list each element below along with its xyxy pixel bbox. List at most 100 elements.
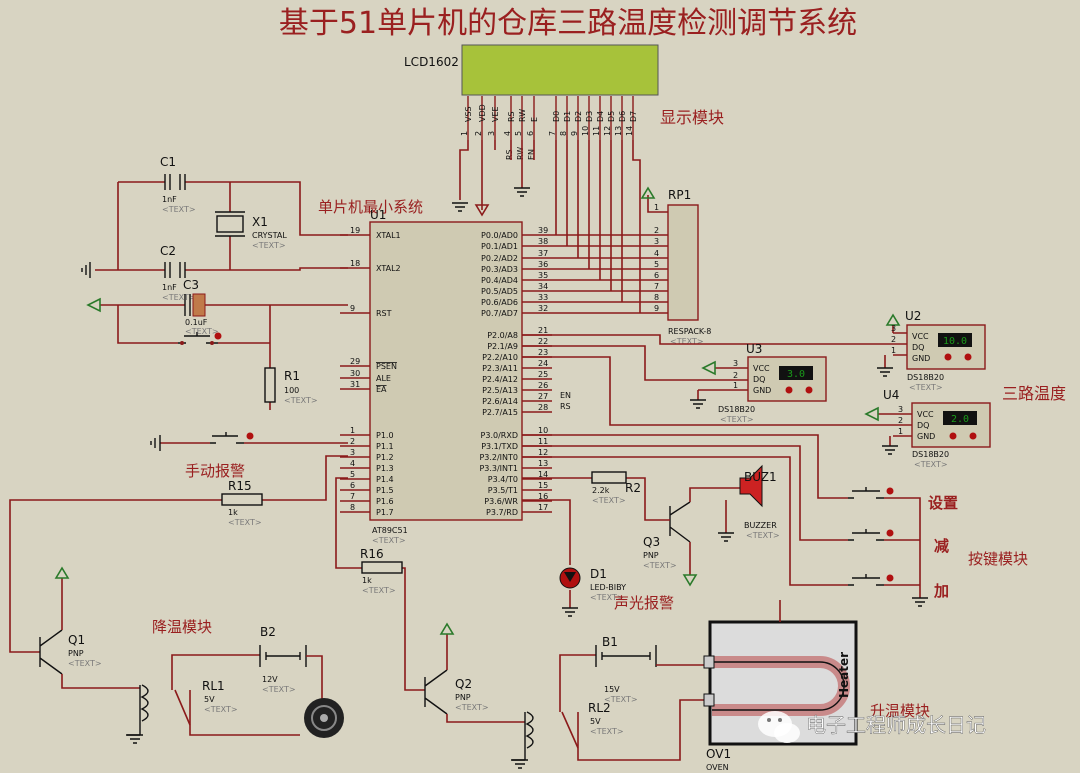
oven-value: OVEN bbox=[706, 763, 729, 772]
key-set-button[interactable] bbox=[886, 487, 894, 495]
u3-down-button[interactable] bbox=[785, 386, 793, 394]
key-dec-label: 减 bbox=[934, 537, 949, 555]
mcu-right-pin-num: 37 bbox=[538, 249, 548, 258]
x1-ref: X1 bbox=[252, 215, 268, 229]
c3-body bbox=[192, 293, 206, 317]
mcu-right-pin-num: 36 bbox=[538, 260, 548, 269]
u2-display bbox=[938, 333, 972, 347]
u3-up-button[interactable] bbox=[805, 386, 813, 394]
mcu-left-pin-name: P1.1 bbox=[376, 442, 394, 451]
b2-text: <TEXT> bbox=[262, 685, 296, 694]
mcu-right-pin-name: P0.6/AD6 bbox=[481, 298, 518, 307]
mcu-right-pin-num: 10 bbox=[538, 426, 548, 435]
u2-gnd: GND bbox=[912, 354, 930, 363]
lcd-rs-label: RS bbox=[505, 149, 514, 160]
b1-text: <TEXT> bbox=[604, 695, 638, 704]
manual-alarm-button[interactable] bbox=[246, 432, 254, 440]
mcu-left-pin-num: 2 bbox=[350, 437, 355, 446]
rp1-pin-num: 8 bbox=[654, 293, 659, 302]
key-dec-button[interactable] bbox=[886, 529, 894, 537]
buzzer-ref: BUZ1 bbox=[744, 470, 777, 484]
reset-button[interactable] bbox=[214, 332, 222, 340]
c3-ref: C3 bbox=[183, 278, 199, 292]
q3-text: <TEXT> bbox=[643, 561, 677, 570]
u3-dq: DQ bbox=[753, 375, 765, 384]
u4-p1: 1 bbox=[898, 427, 903, 436]
r16-text: <TEXT> bbox=[362, 586, 396, 595]
lcd-pin-name: RW bbox=[518, 109, 527, 122]
lcd-pin-name: E bbox=[530, 117, 539, 122]
r1-text: <TEXT> bbox=[284, 396, 318, 405]
x1-text: <TEXT> bbox=[252, 241, 286, 250]
mcu-right-pin-name: P0.1/AD1 bbox=[481, 242, 518, 251]
page-title: 基于51单片机的仓库三路温度检测调节系统 bbox=[279, 6, 857, 41]
mcu-right-pin-num: 21 bbox=[538, 326, 548, 335]
mcu-en-net: EN bbox=[560, 391, 571, 400]
r15-ref: R15 bbox=[228, 479, 252, 493]
c1-text: <TEXT> bbox=[162, 205, 196, 214]
r1-value: 100 bbox=[284, 386, 299, 395]
lcd-pin-num: 9 bbox=[570, 131, 579, 136]
lcd-pin-num: 14 bbox=[625, 126, 634, 136]
mcu-left-pins: 19XTAL118XTAL29RST29PSEN30ALE31EA1P1.02P… bbox=[340, 226, 401, 517]
u4-text: <TEXT> bbox=[914, 460, 948, 469]
u3-p1: 1 bbox=[733, 381, 738, 390]
u4-gnd: GND bbox=[917, 432, 935, 441]
u2-down-button[interactable] bbox=[944, 353, 952, 361]
mcu-text: <TEXT> bbox=[372, 536, 406, 545]
buzzer-value: BUZZER bbox=[744, 521, 777, 530]
mcu-left-pin-name: ALE bbox=[376, 374, 391, 383]
u4-down-button[interactable] bbox=[949, 432, 957, 440]
reset-pin-b bbox=[210, 341, 214, 345]
mcu-right-pin-num: 22 bbox=[538, 337, 548, 346]
lcd-pin-name: D0 bbox=[552, 111, 561, 122]
mcu-left-pin-name: P1.7 bbox=[376, 508, 394, 517]
u3-reading: 3.0 bbox=[787, 369, 805, 380]
u2-reading: 10.0 bbox=[943, 336, 967, 347]
mcu-left-pin-num: 6 bbox=[350, 481, 355, 490]
u4-reading: 2.0 bbox=[951, 414, 969, 425]
rl2-text: <TEXT> bbox=[590, 727, 624, 736]
mcu-right-pin-num: 27 bbox=[538, 392, 548, 401]
mcu-right-pin-num: 15 bbox=[538, 481, 548, 490]
r16-value: 1k bbox=[362, 576, 372, 585]
q2-text: <TEXT> bbox=[455, 703, 489, 712]
mcu-right-pin-num: 25 bbox=[538, 370, 548, 379]
mcu-rs-net: RS bbox=[560, 402, 571, 411]
mcu-left-pin-name: PSEN bbox=[376, 362, 397, 371]
u4-up-button[interactable] bbox=[969, 432, 977, 440]
u4-part: DS18B20 bbox=[912, 450, 949, 459]
key-inc-button[interactable] bbox=[886, 574, 894, 582]
r1-body bbox=[264, 367, 276, 403]
lcd-pin-num: 12 bbox=[603, 126, 612, 136]
mcu-right-pin-name: P0.2/AD2 bbox=[481, 254, 518, 263]
rl1-ref: RL1 bbox=[202, 679, 225, 693]
d1-value: LED-BIBY bbox=[590, 583, 626, 592]
keys-module-label: 按键模块 bbox=[968, 550, 1028, 568]
manual-alarm-label: 手动报警 bbox=[185, 462, 245, 480]
key-inc-label: 加 bbox=[933, 582, 949, 600]
led-d1-symbol bbox=[564, 572, 576, 582]
mcu-min-label: 单片机最小系统 bbox=[318, 198, 423, 216]
b2-value: 12V bbox=[262, 675, 278, 684]
u4-p2: 2 bbox=[898, 416, 903, 425]
heating-label: 升温模块 bbox=[870, 702, 930, 720]
u4-ref: U4 bbox=[883, 388, 899, 402]
mcu-left-pin-name: P1.3 bbox=[376, 464, 394, 473]
lcd-pin-num: 1 bbox=[460, 131, 469, 136]
u2-up-button[interactable] bbox=[964, 353, 972, 361]
rl2-value: 5V bbox=[590, 717, 601, 726]
q2-value: PNP bbox=[455, 693, 471, 702]
key-set-label: 设置 bbox=[928, 494, 958, 512]
mcu-right-pin-name: P3.5/T1 bbox=[488, 486, 518, 495]
r16-ref: R16 bbox=[360, 547, 384, 561]
mcu-right-pin-name: P0.4/AD4 bbox=[481, 276, 518, 285]
lcd-pin-name: VSS bbox=[464, 106, 473, 122]
lcd-pin-num: 3 bbox=[487, 131, 496, 136]
mcu-right-pin-num: 14 bbox=[538, 470, 548, 479]
r2-body bbox=[591, 471, 627, 484]
q1-ref: Q1 bbox=[68, 633, 85, 647]
crystal-x1 bbox=[216, 215, 244, 233]
u3-p3: 3 bbox=[733, 359, 738, 368]
